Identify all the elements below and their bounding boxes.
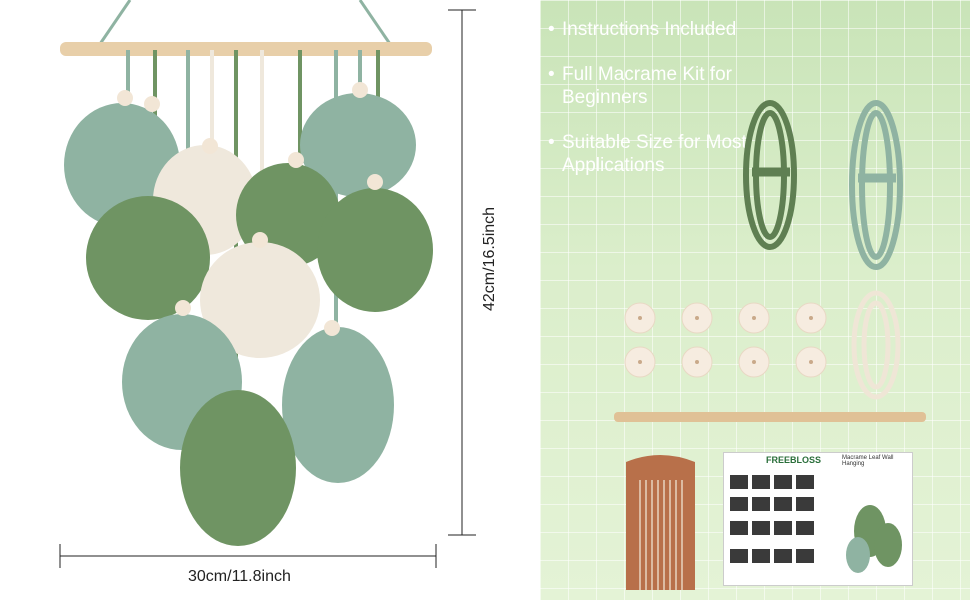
- cream-cord-bundle: [851, 290, 901, 400]
- instruction-sheet: FREEBLOSS Macrame Leaf Wall Hanging: [723, 452, 913, 586]
- macrame-wall-hanging: [59, 0, 476, 568]
- height-dimension-label: 42cm/16.5inch: [481, 206, 498, 311]
- sage-cord-bundle: [849, 100, 903, 270]
- wooden-comb: [626, 455, 695, 590]
- feature-item: Instructions Included: [548, 18, 788, 41]
- width-dimension-label: 30cm/11.8inch: [188, 568, 291, 585]
- wooden-stick: [614, 412, 926, 422]
- wooden-beads: [624, 302, 827, 378]
- olive-cord-bundle: [743, 100, 797, 250]
- leaves: [64, 93, 433, 546]
- feature-list: Instructions Included Full Macrame Kit f…: [548, 18, 788, 199]
- brand-logo: FREEBLOSS: [766, 455, 822, 465]
- instruction-sheet-title: Macrame Leaf Wall Hanging: [842, 455, 894, 467]
- feature-item: Full Macrame Kit for Beginners: [548, 63, 788, 109]
- feature-item: Suitable Size for Most Applications: [548, 131, 788, 177]
- kit-items: [614, 100, 926, 590]
- product-photo-panel: 30cm/11.8inch 42cm/16.5inch: [59, 0, 498, 585]
